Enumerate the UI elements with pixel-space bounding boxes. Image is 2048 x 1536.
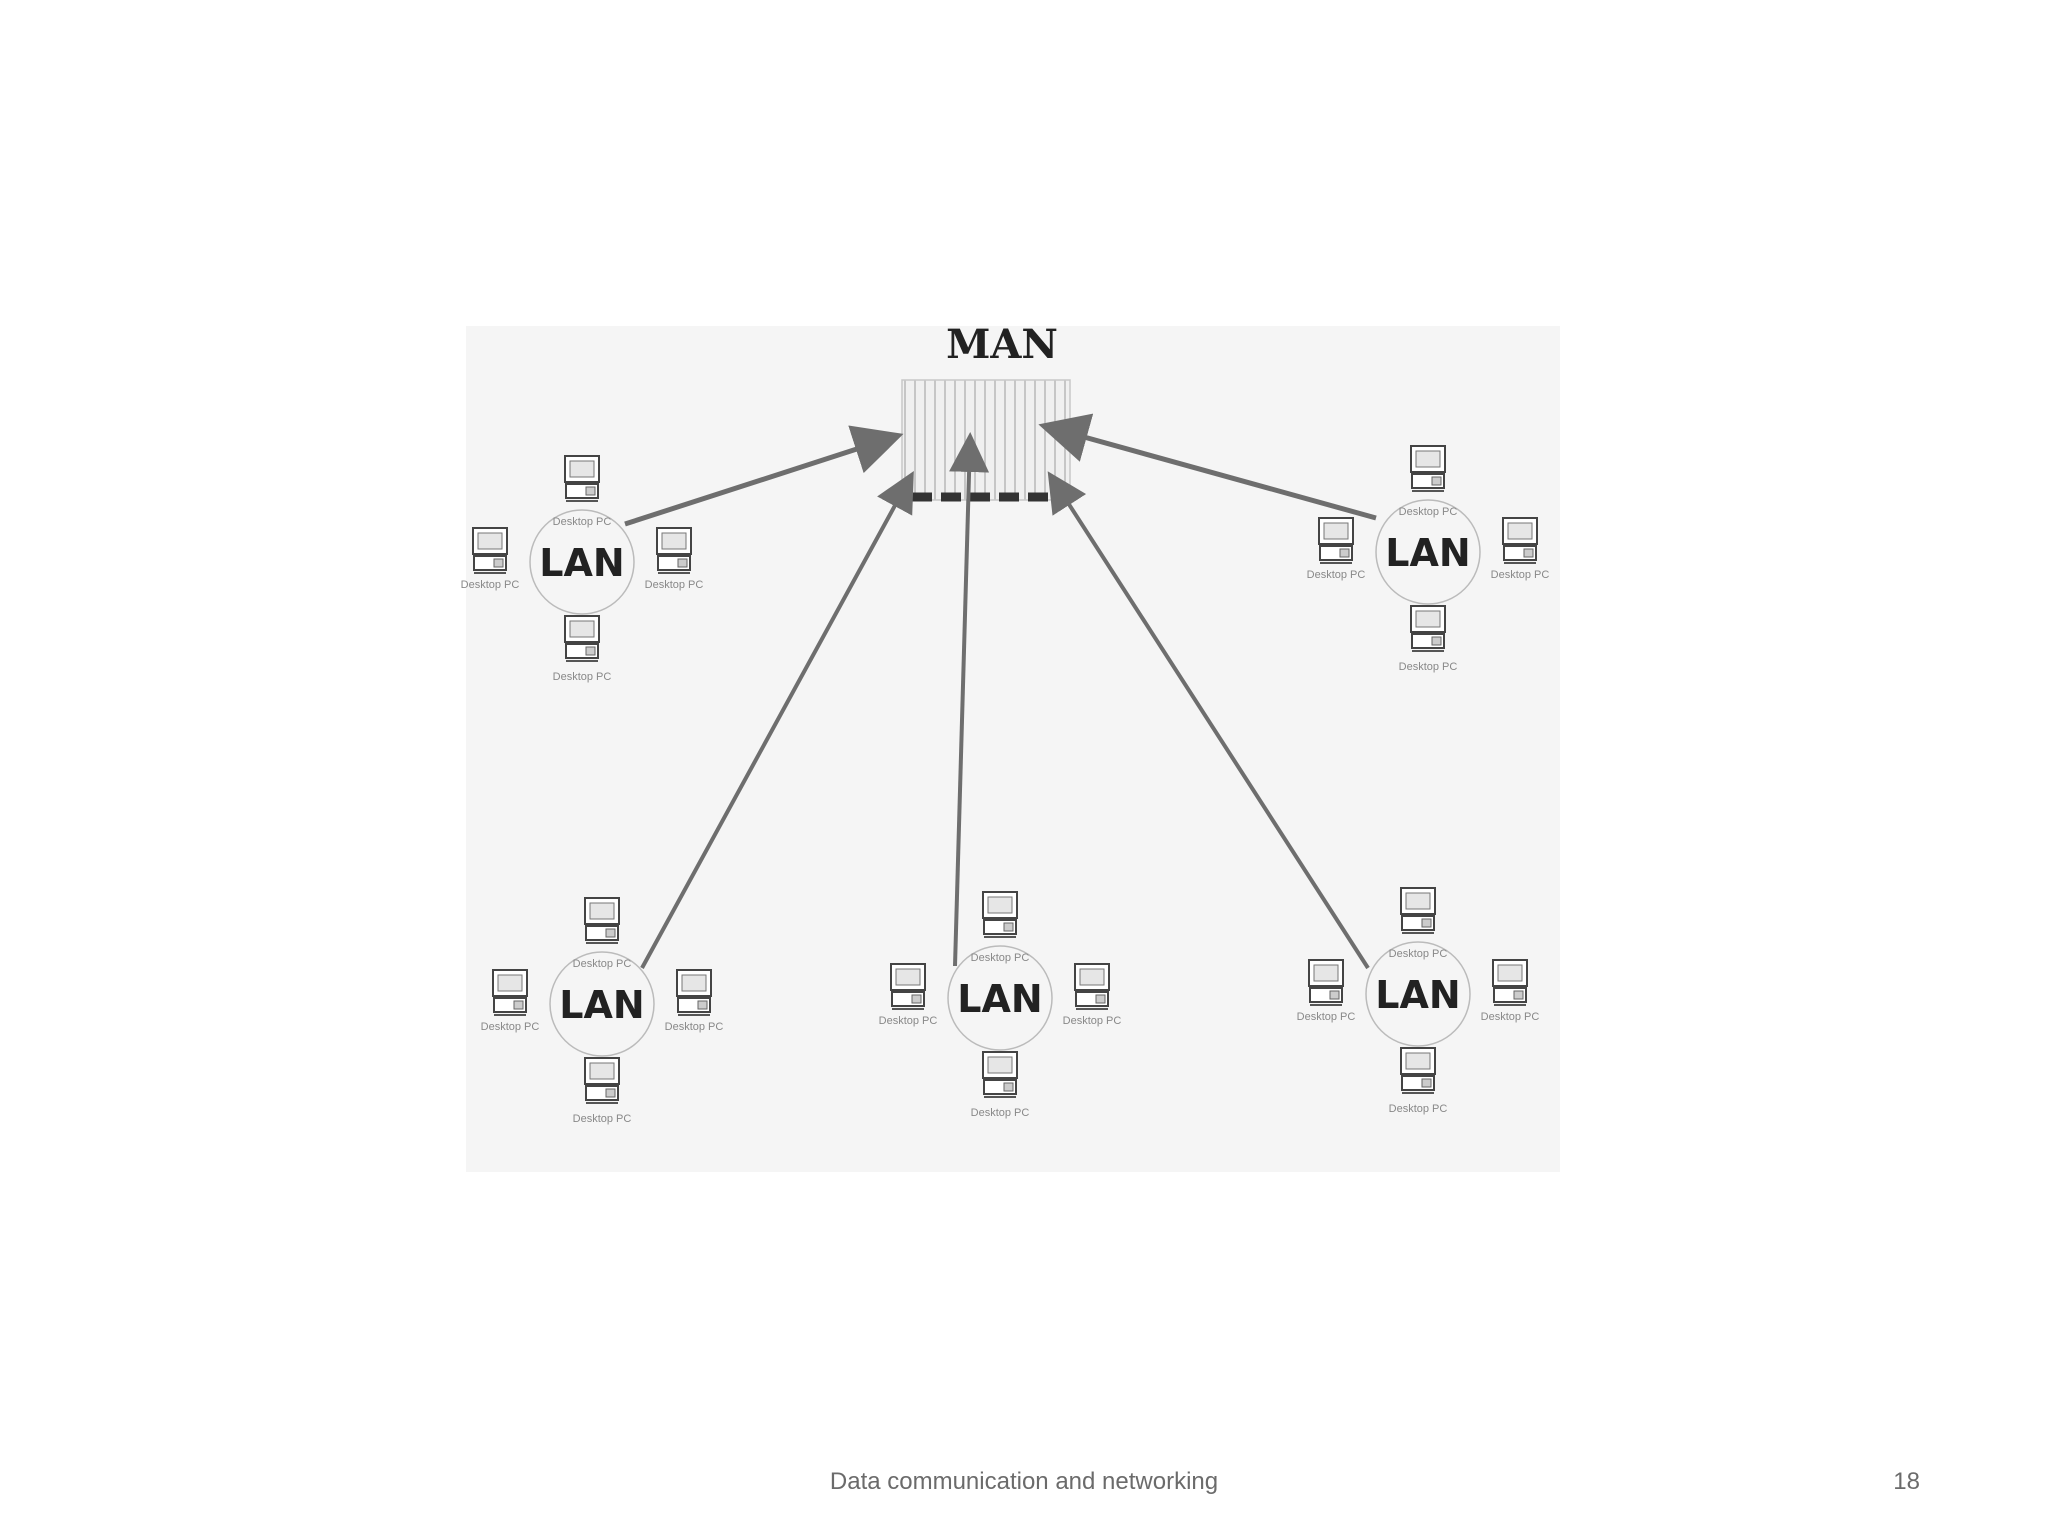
arrow-bottom-right [1047, 471, 1370, 970]
pc-label: Desktop PC [971, 952, 1030, 964]
lan-top-left: LAN Desktop PC Desktop PC Desktop PC Desktop… [461, 455, 704, 683]
pc-label: Desktop PC [573, 1113, 632, 1125]
desktop-pc-icon [1492, 959, 1528, 1006]
pc-label: Desktop PC [461, 579, 520, 591]
desktop-pc-icon [584, 897, 620, 944]
pc-label: Desktop PC [573, 958, 632, 970]
desktop-pc-icon [656, 527, 692, 574]
desktop-pc-icon [1318, 517, 1354, 564]
lan-bottom-left: LAN Desktop PC Desktop PC Desktop PC Desktop… [481, 897, 724, 1125]
desktop-pc-icon [1502, 517, 1538, 564]
pc-label: Desktop PC [481, 1021, 540, 1033]
pc-label: Desktop PC [1297, 1011, 1356, 1023]
desktop-pc-icon [584, 1057, 620, 1104]
lan-bottom-center: LAN Desktop PC Desktop PC Desktop PC Desktop… [879, 891, 1122, 1119]
pc-label: Desktop PC [1481, 1011, 1540, 1023]
pc-label: Desktop PC [1389, 1103, 1448, 1115]
lan-label: LAN [559, 983, 644, 1027]
pc-label: Desktop PC [1399, 661, 1458, 673]
pc-label: Desktop PC [971, 1107, 1030, 1119]
pc-label: Desktop PC [1389, 948, 1448, 960]
pc-label: Desktop PC [553, 516, 612, 528]
pc-label: Desktop PC [553, 671, 612, 683]
desktop-pc-icon [564, 615, 600, 662]
desktop-pc-icon [472, 527, 508, 574]
lan-label: LAN [957, 977, 1042, 1021]
desktop-pc-icon [564, 455, 600, 502]
lan-top-right: LAN Desktop PC Desktop PC Desktop PC Desktop… [1307, 445, 1550, 673]
lan-bottom-right: LAN Desktop PC Desktop PC Desktop PC Desktop… [1297, 887, 1540, 1115]
pc-label: Desktop PC [1307, 569, 1366, 581]
pc-label: Desktop PC [1399, 506, 1458, 518]
footer-title: Data communication and networking [829, 1468, 1219, 1495]
desktop-pc-icon [1400, 887, 1436, 934]
lan-ring [529, 509, 635, 615]
lan-label: LAN [1375, 973, 1460, 1017]
lan-ring [549, 951, 655, 1057]
lan-ring [1365, 941, 1471, 1047]
desktop-pc-icon [492, 969, 528, 1016]
lan-label: LAN [539, 541, 624, 585]
desktop-pc-icon [1074, 963, 1110, 1010]
desktop-pc-icon [1410, 605, 1446, 652]
lan-ring [1375, 499, 1481, 605]
pc-label: Desktop PC [665, 1021, 724, 1033]
lan-ring [947, 945, 1053, 1051]
lan-clusters: LAN Desktop PC Desktop PC Desktop PC Desktop… [461, 445, 1550, 1125]
man-hub: MAN [901, 321, 1071, 502]
pc-label: Desktop PC [1491, 569, 1550, 581]
arrow-bottom-center [949, 432, 990, 967]
desktop-pc-icon [1400, 1047, 1436, 1094]
desktop-pc-icon [982, 891, 1018, 938]
desktop-pc-icon [676, 969, 712, 1016]
man-hub-box [901, 379, 1071, 501]
pc-label: Desktop PC [879, 1015, 938, 1027]
desktop-pc-icon [1308, 959, 1344, 1006]
page-number: 18 [1893, 1468, 1920, 1495]
connection-arrows [624, 413, 1377, 970]
pc-label: Desktop PC [1063, 1015, 1122, 1027]
man-label: MAN [946, 321, 1058, 368]
lan-label: LAN [1385, 531, 1470, 575]
desktop-pc-icon [982, 1051, 1018, 1098]
arrow-bottom-left [640, 470, 914, 969]
desktop-pc-icon [1410, 445, 1446, 492]
pc-label: Desktop PC [645, 579, 704, 591]
arrow-top-right [1038, 413, 1377, 521]
arrow-top-left [624, 425, 904, 527]
desktop-pc-icon [890, 963, 926, 1010]
